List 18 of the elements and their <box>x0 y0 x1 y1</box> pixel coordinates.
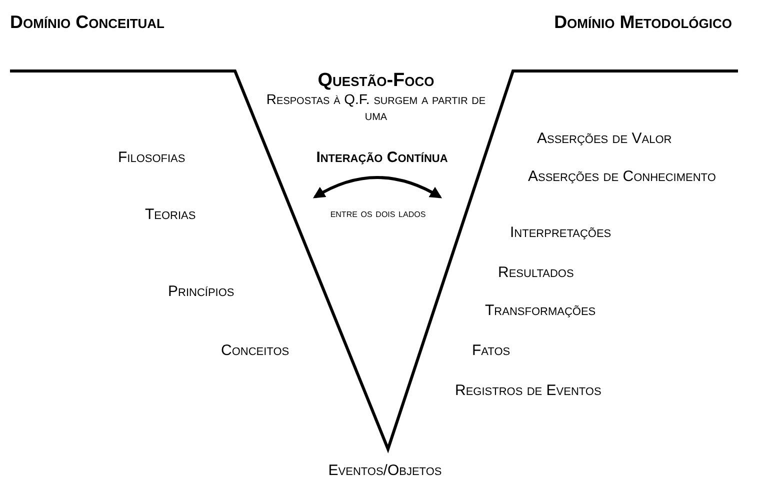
method-label: Fatos <box>472 342 510 359</box>
section-heading: Domínio Metodológico <box>553 12 732 32</box>
concept-label: Conceitos <box>221 342 290 359</box>
event-label: Eventos/Objetos <box>328 462 442 479</box>
method-label: Transformações <box>485 302 596 319</box>
method-label: Asserções de Conhecimento <box>528 168 716 185</box>
concept-label: Filosofias <box>118 149 186 166</box>
method-label: Asserções de Valor <box>537 130 672 147</box>
focus-question-heading: Questão-Foco <box>318 70 434 91</box>
concept-label: Teorias <box>145 206 196 223</box>
note-text: Respostas à Q.F. surgem a partir de uma <box>265 91 487 123</box>
method-label: Registros de Eventos <box>455 382 602 399</box>
emphasis-text: Interação Contínua <box>316 149 448 166</box>
concept-label: Princípios <box>168 283 234 300</box>
method-label: Resultados <box>498 264 574 281</box>
section-heading: Domínio Conceitual <box>10 12 166 32</box>
method-label: Interpretações <box>510 224 612 241</box>
note-text: entre os dois lados <box>330 207 426 220</box>
